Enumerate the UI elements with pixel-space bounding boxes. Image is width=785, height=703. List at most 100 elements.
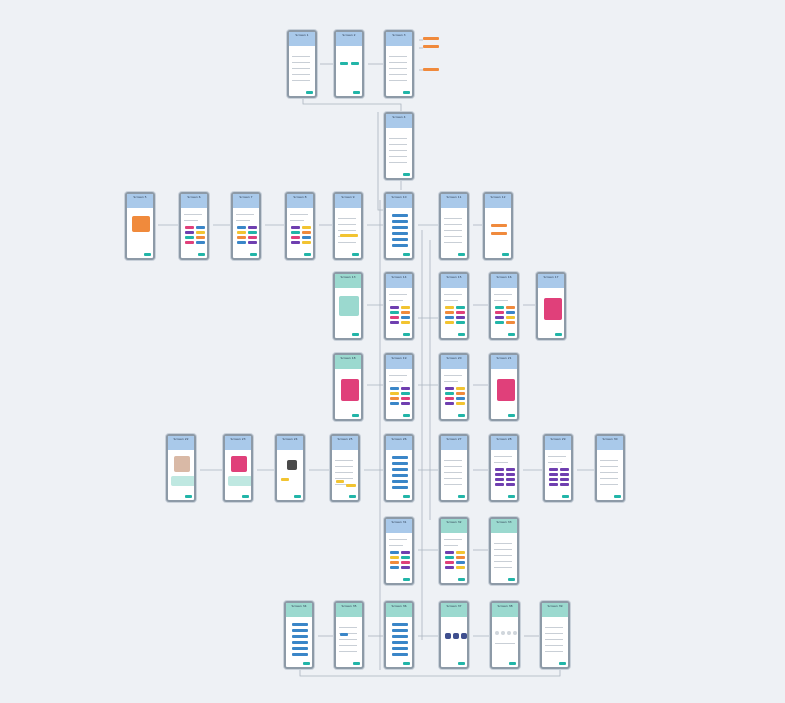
button-block[interactable]: [292, 635, 308, 638]
button-block[interactable]: [506, 321, 515, 324]
button-block[interactable]: [445, 551, 454, 554]
button-block[interactable]: [291, 226, 300, 229]
button-block[interactable]: [401, 561, 410, 564]
button-block[interactable]: [302, 236, 311, 239]
button-block[interactable]: [392, 623, 408, 626]
next-button[interactable]: [403, 662, 410, 665]
button-block[interactable]: [401, 306, 410, 309]
next-button[interactable]: [306, 91, 313, 94]
next-button[interactable]: [458, 333, 465, 336]
button-block[interactable]: [456, 402, 465, 405]
button-block[interactable]: [495, 478, 504, 481]
button-block[interactable]: [401, 566, 410, 569]
button-block[interactable]: [390, 556, 399, 559]
button-block[interactable]: [495, 316, 504, 319]
button-block[interactable]: [506, 311, 515, 314]
button-block[interactable]: [456, 556, 465, 559]
next-button[interactable]: [349, 495, 356, 498]
next-button[interactable]: [352, 414, 359, 417]
button-block[interactable]: [291, 231, 300, 234]
next-button[interactable]: [353, 91, 360, 94]
button-block[interactable]: [549, 473, 558, 476]
next-button[interactable]: [614, 495, 621, 498]
next-button[interactable]: [403, 91, 410, 94]
next-button[interactable]: [352, 253, 359, 256]
button-block[interactable]: [392, 474, 408, 477]
button-block[interactable]: [248, 231, 257, 234]
button-block[interactable]: [392, 468, 408, 471]
button-block[interactable]: [456, 561, 465, 564]
button-block[interactable]: [456, 392, 465, 395]
button-block[interactable]: [392, 220, 408, 223]
button-block[interactable]: [351, 62, 359, 65]
next-button[interactable]: [353, 662, 360, 665]
button-block[interactable]: [392, 214, 408, 217]
button-block[interactable]: [495, 468, 504, 471]
next-button[interactable]: [198, 253, 205, 256]
button-block[interactable]: [560, 473, 569, 476]
button-block[interactable]: [495, 306, 504, 309]
button-block[interactable]: [392, 456, 408, 459]
button-block[interactable]: [340, 633, 348, 636]
button-block[interactable]: [506, 478, 515, 481]
next-button[interactable]: [185, 495, 192, 498]
button-block[interactable]: [336, 480, 344, 483]
button-block[interactable]: [237, 236, 246, 239]
next-button[interactable]: [403, 253, 410, 256]
button-block[interactable]: [456, 387, 465, 390]
button-block[interactable]: [340, 62, 348, 65]
button-block[interactable]: [445, 561, 454, 564]
button-block[interactable]: [445, 311, 454, 314]
next-button[interactable]: [555, 333, 562, 336]
button-block[interactable]: [560, 483, 569, 486]
button-block[interactable]: [401, 311, 410, 314]
button-block[interactable]: [445, 556, 454, 559]
button-block[interactable]: [390, 392, 399, 395]
button-block[interactable]: [390, 311, 399, 314]
next-button[interactable]: [303, 662, 310, 665]
button-block[interactable]: [491, 232, 507, 235]
button-block[interactable]: [248, 226, 257, 229]
button-block[interactable]: [302, 241, 311, 244]
button-block[interactable]: [196, 231, 205, 234]
button-block[interactable]: [196, 226, 205, 229]
button-block[interactable]: [196, 241, 205, 244]
button-block[interactable]: [401, 556, 410, 559]
button-block[interactable]: [445, 392, 454, 395]
button-block[interactable]: [560, 468, 569, 471]
button-block[interactable]: [445, 402, 454, 405]
button-block[interactable]: [456, 306, 465, 309]
button-block[interactable]: [248, 241, 257, 244]
next-button[interactable]: [250, 253, 257, 256]
next-button[interactable]: [458, 662, 465, 665]
button-block[interactable]: [392, 226, 408, 229]
button-block[interactable]: [506, 316, 515, 319]
button-block[interactable]: [390, 551, 399, 554]
button-block[interactable]: [456, 311, 465, 314]
button-block[interactable]: [495, 311, 504, 314]
button-block[interactable]: [392, 232, 408, 235]
button-block[interactable]: [456, 566, 465, 569]
button-block[interactable]: [401, 551, 410, 554]
next-button[interactable]: [509, 662, 516, 665]
button-block[interactable]: [401, 392, 410, 395]
button-block[interactable]: [506, 306, 515, 309]
button-block[interactable]: [237, 226, 246, 229]
button-block[interactable]: [185, 231, 194, 234]
button-block[interactable]: [445, 387, 454, 390]
button-block[interactable]: [495, 321, 504, 324]
button-block[interactable]: [456, 316, 465, 319]
button-block[interactable]: [390, 402, 399, 405]
next-button[interactable]: [403, 333, 410, 336]
button-block[interactable]: [495, 473, 504, 476]
button-block[interactable]: [392, 647, 408, 650]
button-block[interactable]: [291, 241, 300, 244]
next-button[interactable]: [508, 578, 515, 581]
button-block[interactable]: [292, 623, 308, 626]
button-block[interactable]: [291, 236, 300, 239]
next-button[interactable]: [458, 253, 465, 256]
next-button[interactable]: [294, 495, 301, 498]
next-button[interactable]: [508, 495, 515, 498]
button-block[interactable]: [392, 653, 408, 656]
next-button[interactable]: [403, 578, 410, 581]
